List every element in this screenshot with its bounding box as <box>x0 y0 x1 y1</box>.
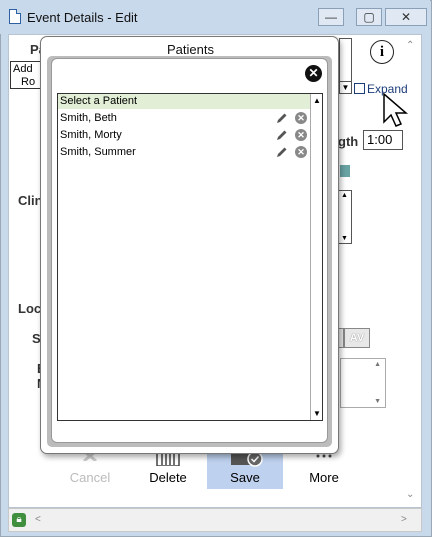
more-button[interactable]: More <box>286 441 362 489</box>
scroll-up-icon[interactable]: ⌃ <box>406 40 415 51</box>
save-icon <box>231 451 263 467</box>
close-icon[interactable]: ✕ <box>305 65 322 82</box>
title-bar: Event Details - Edit — ▢ ✕ <box>0 0 430 34</box>
notes-textarea[interactable]: ▲ ▼ <box>340 358 386 408</box>
patient-panel: ✕ Select a Patient Smith, Beth ✕ Smith, … <box>51 58 328 443</box>
list-item[interactable]: Smith, Summer ✕ <box>58 144 310 160</box>
scroll-up-arrow[interactable]: ▲ <box>341 192 348 199</box>
patient-name: Smith, Beth <box>60 112 117 124</box>
patient-list: Select a Patient Smith, Beth ✕ Smith, Mo… <box>57 93 323 421</box>
clinician-list-scrollbar[interactable]: ▲ ▼ <box>338 190 352 244</box>
scroll-down-arrow[interactable]: ▼ <box>341 235 348 242</box>
color-swatch <box>340 165 350 177</box>
scroll-left-icon[interactable]: < <box>35 514 41 525</box>
address-box: Add Ro <box>10 61 45 89</box>
delete-label: Delete <box>149 470 187 485</box>
av-button[interactable]: AV <box>344 328 370 348</box>
delete-button[interactable]: Delete <box>130 441 206 489</box>
list-header[interactable]: Select a Patient <box>58 94 310 109</box>
address-line-1: Add <box>13 63 33 75</box>
remove-icon[interactable]: ✕ <box>295 129 307 141</box>
patient-list-vscrollbar[interactable]: ▲ ▼ <box>310 94 323 420</box>
expand-label: Expand <box>367 82 408 96</box>
patient-dropdown-arrow[interactable]: ▼ <box>339 81 352 94</box>
more-label: More <box>309 470 339 485</box>
info-icon[interactable]: i <box>370 40 394 64</box>
list-scroll-down-icon[interactable]: ▼ <box>313 409 321 418</box>
list-item[interactable]: Smith, Beth ✕ <box>58 110 310 126</box>
trash-icon <box>156 452 180 466</box>
expand-link[interactable]: Expand <box>354 82 408 96</box>
mouse-pointer-icon <box>383 92 409 127</box>
minimize-button[interactable]: — <box>318 8 344 26</box>
form-vertical-scrollbar[interactable]: ⌃ ⌄ <box>404 40 418 500</box>
location-label: Loc <box>18 301 42 316</box>
service-label: S <box>32 331 41 346</box>
remove-icon[interactable]: ✕ <box>295 146 307 158</box>
lock-icon: 🔒︎ <box>12 513 26 527</box>
scroll-right-icon[interactable]: > <box>401 514 407 525</box>
close-window-button[interactable]: ✕ <box>385 8 427 26</box>
edit-icon[interactable] <box>276 112 288 124</box>
maximize-button[interactable]: ▢ <box>356 8 382 26</box>
patient-name: Smith, Morty <box>60 129 122 141</box>
more-icon <box>316 454 332 458</box>
status-bar: 🔒︎ < > <box>8 508 422 532</box>
list-scroll-up-icon[interactable]: ▲ <box>313 96 321 105</box>
list-item[interactable]: Smith, Morty ✕ <box>58 127 310 143</box>
notes-scroll-up[interactable]: ▲ <box>374 361 381 368</box>
remove-icon[interactable]: ✕ <box>295 112 307 124</box>
edit-icon[interactable] <box>276 129 288 141</box>
patients-dialog: Patients ✕ Select a Patient Smith, Beth … <box>40 36 339 454</box>
notes-scroll-down[interactable]: ▼ <box>374 398 381 405</box>
scroll-down-icon[interactable]: ⌄ <box>406 489 415 500</box>
patient-name: Smith, Summer <box>60 146 136 158</box>
clinician-label: Clin <box>18 193 43 208</box>
length-label: gth <box>338 134 359 149</box>
document-icon <box>9 9 21 24</box>
length-input[interactable]: 1:00 <box>363 130 403 150</box>
expand-icon <box>354 83 365 94</box>
edit-icon[interactable] <box>276 146 288 158</box>
address-line-2: Ro <box>21 76 36 88</box>
window-title: Event Details - Edit <box>27 10 138 25</box>
cancel-label: Cancel <box>69 470 111 485</box>
save-label: Save <box>230 470 260 485</box>
dialog-title: Patients <box>167 42 214 57</box>
